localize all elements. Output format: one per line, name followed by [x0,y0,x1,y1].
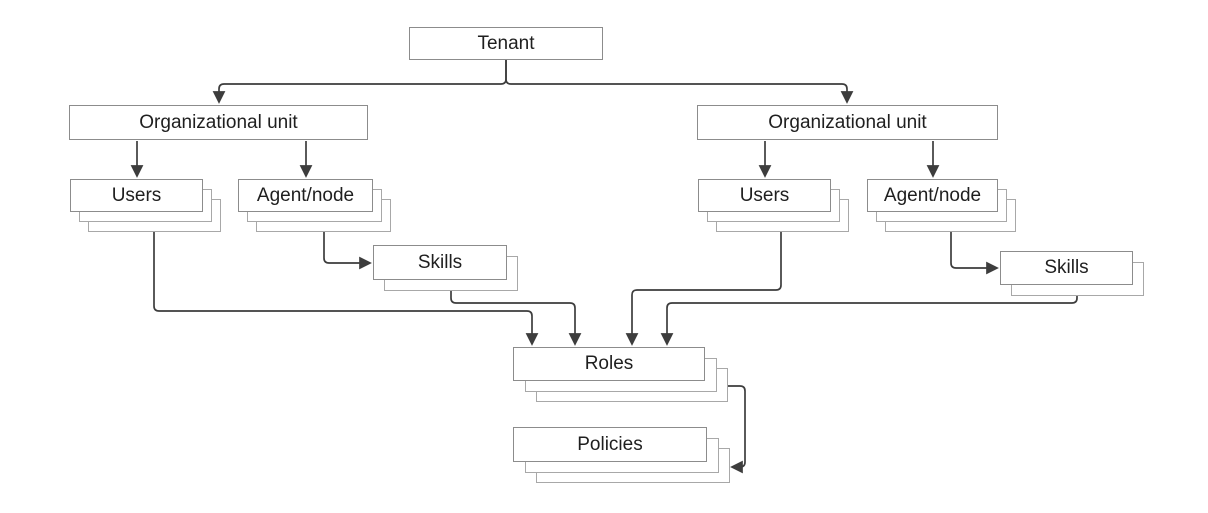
node-box: Users [698,179,831,212]
node-label: Agent/node [256,184,355,206]
edge-tenant-to-org-unit-right [505,60,854,104]
node-box: Users [70,179,203,212]
node-box: Tenant [409,27,603,60]
node-box: Skills [1000,251,1133,285]
node-label: Organizational unit [768,111,927,133]
node-label: Tenant [477,32,535,54]
edge-skills-right-to-roles [660,296,1078,346]
node-box: Roles [513,347,705,381]
node-label: Users [739,184,790,206]
node-box: Organizational unit [69,105,368,140]
node-box: Organizational unit [697,105,998,140]
node-box: Policies [513,427,707,462]
node-skills-left: Skills [373,245,518,291]
node-agent-node-right: Agent/node [867,179,1016,232]
node-org-unit-right: Organizational unit [697,105,998,140]
edge-agent-node-left-to-skills-left [323,232,372,270]
node-label: Roles [584,353,634,374]
node-org-unit-left: Organizational unit [69,105,368,140]
node-label: Organizational unit [139,111,298,133]
node-label: Policies [577,433,643,455]
node-policies: Policies [513,427,730,483]
edge-agent-node-right-to-skills-right [950,232,999,275]
node-box: Agent/node [867,179,998,212]
edge-skills-left-to-roles [450,291,582,346]
node-label: Skills [417,251,463,273]
node-skills-right: Skills [1000,251,1144,296]
edge-tenant-to-org-unit-left [212,60,507,104]
node-roles: Roles [513,347,728,402]
node-label: Skills [1044,257,1089,278]
node-tenant: Tenant [409,27,603,60]
node-label: Agent/node [883,184,982,206]
node-users-right: Users [698,179,849,232]
node-box: Skills [373,245,507,280]
node-label: Users [111,184,162,206]
node-users-left: Users [70,179,221,232]
edge-roles-to-policies [728,385,746,474]
node-agent-node-left: Agent/node [238,179,391,232]
node-box: Agent/node [238,179,373,212]
edge-users-right-to-roles [625,232,782,346]
